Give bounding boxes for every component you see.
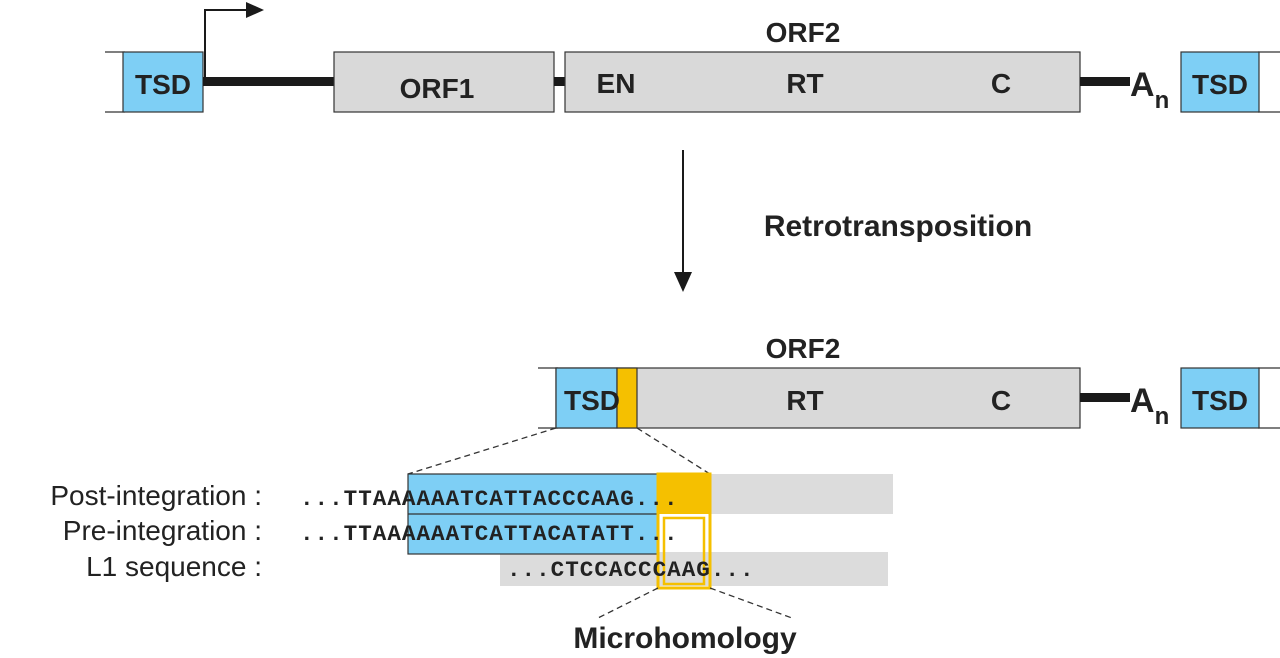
tsd-label-bottom: TSD	[564, 385, 620, 416]
c-domain-label: C	[991, 68, 1011, 99]
orf1-label: ORF1	[400, 73, 475, 104]
microhomology-callout-left	[597, 587, 659, 619]
inter-orf-line	[554, 77, 566, 86]
tsd-right-label: TSD	[1192, 69, 1248, 100]
post-integration-gray-highlight	[710, 474, 893, 514]
post-integration-sequence: ...TTAAAAAATCATTACCCAAG...	[300, 486, 679, 512]
l1-sequence: ...CTCCACCCAAG...	[507, 557, 755, 583]
row-label-l1-sequence: L1 sequence :	[86, 551, 262, 582]
row-label-pre-integration: Pre-integration :	[63, 515, 262, 546]
polya-label-bottom: An	[1130, 382, 1169, 430]
orf1-box	[333, 51, 555, 113]
truncated-l1-insertion: ORF2 TSD RT C An TSD	[538, 333, 1280, 430]
retrotransposition-arrow: Retrotransposition	[674, 150, 1032, 292]
tsd-left-box	[122, 51, 204, 113]
orf2-title: ORF2	[766, 17, 841, 48]
en-domain-label: EN	[597, 68, 636, 99]
tsd-right-label-bottom: TSD	[1192, 385, 1248, 416]
l1-sequence-gray-highlight	[500, 552, 888, 586]
full-l1-element: TSD ORF1 ORF2 EN RT C An TSD	[105, 2, 1280, 114]
microhomology-box-bottom	[616, 367, 638, 429]
utr3-line	[1080, 77, 1130, 86]
microhomology-outline	[656, 472, 712, 590]
pre-integration-sequence: ...TTAAAAAATCATTACATATT...	[300, 521, 679, 547]
orf2-box-bottom	[555, 367, 1081, 429]
tsd-left-label: TSD	[135, 69, 191, 100]
row-label-post-integration: Post-integration :	[50, 480, 262, 511]
arrow-head	[674, 272, 692, 292]
zoom-line-right	[636, 427, 711, 475]
zoom-line-left	[407, 427, 557, 475]
rt-domain-label: RT	[786, 68, 823, 99]
orf2-title-bottom: ORF2	[766, 333, 841, 364]
rt-label-bottom: RT	[786, 385, 823, 416]
tsd-box-bottom	[555, 367, 618, 429]
microhomology-label: Microhomology	[573, 622, 797, 655]
microhomology-callout-right	[709, 587, 793, 619]
c-label-bottom: C	[991, 385, 1011, 416]
utr5-line	[203, 77, 335, 86]
promoter-arrow	[204, 9, 250, 77]
retrotransposition-label: Retrotransposition	[764, 210, 1032, 243]
promoter-arrowhead	[246, 2, 264, 18]
sequence-alignment: Post-integration : Pre-integration : L1 …	[50, 472, 893, 590]
microhomology-fill-post	[658, 474, 710, 514]
tsd-right-box	[1180, 51, 1260, 113]
utr3-line-bottom	[1080, 393, 1130, 402]
tsd-right-box-bottom	[1180, 367, 1260, 429]
microhomology-inner-outline	[662, 516, 706, 586]
polya-label: An	[1130, 66, 1169, 114]
orf2-box	[564, 51, 1081, 113]
